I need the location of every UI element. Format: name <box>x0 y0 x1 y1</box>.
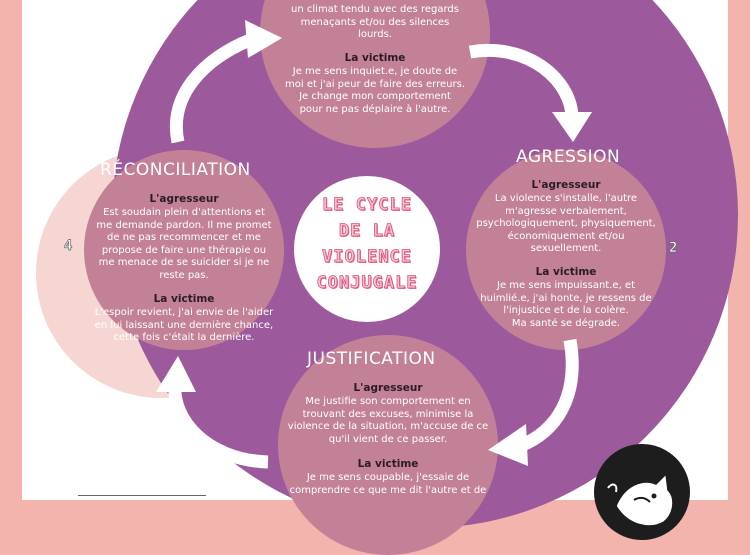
arrow-head-right <box>552 112 592 142</box>
right-victim-text: Je me sens impuissant.e, et huimlié.e, j… <box>480 280 652 329</box>
cat-logo-icon <box>594 444 690 540</box>
title-reconciliation: RÉCONCILIATION <box>100 160 251 180</box>
arrow-head-top <box>245 20 282 58</box>
left-victim-label: La victime <box>153 293 215 305</box>
diagram-title: LE CYCLE DE LA VIOLENCE CONJUGALE <box>316 195 418 294</box>
left-aggressor-text: Est soudain plein d'attentions et me dem… <box>96 207 272 281</box>
top-victim-label: La victime <box>344 52 406 64</box>
footer-line <box>78 495 206 496</box>
step-number-2: 2 <box>669 240 678 257</box>
cycle-arrows <box>156 20 592 469</box>
arrow-to-right <box>468 44 579 119</box>
left-victim-text: L'espoir revient, j'ai envie de l'aider … <box>94 307 274 343</box>
right-victim-label: La victime <box>535 266 597 278</box>
title-agression: AGRESSION <box>516 147 621 167</box>
arrow-head-left <box>156 356 196 392</box>
node-reconciliation <box>84 150 284 350</box>
step-number-4: 4 <box>64 238 73 255</box>
bottom-victim-label: La victime <box>357 458 419 470</box>
bottom-aggressor-label: L'agresseur <box>353 382 423 394</box>
node-agression <box>466 150 666 350</box>
top-aggressor-text: un climat tendu avec des regards menaçan… <box>291 4 459 40</box>
arrow-to-top <box>170 33 253 144</box>
left-aggressor-label: L'agresseur <box>149 193 219 205</box>
title-justification: JUSTIFICATION <box>307 349 436 369</box>
arrow-to-left <box>168 384 269 469</box>
right-aggressor-label: L'agresseur <box>531 179 601 191</box>
top-victim-text: Je me sens inquiet.e, je doute de moi et… <box>285 66 465 115</box>
right-aggressor-text: La violence s'installe, l'autre m'agress… <box>476 193 656 254</box>
cycle-diagram: un climat tendu avec des regards menaçan… <box>36 0 738 555</box>
bottom-aggressor-text: Me justifie son comportement en trouvant… <box>287 396 489 445</box>
center-circle <box>294 176 440 322</box>
bottom-victim-text: Je me sens coupable, j'essaie de compren… <box>289 472 487 496</box>
arrow-to-bottom <box>517 338 579 453</box>
arrow-head-bottom <box>488 424 528 466</box>
